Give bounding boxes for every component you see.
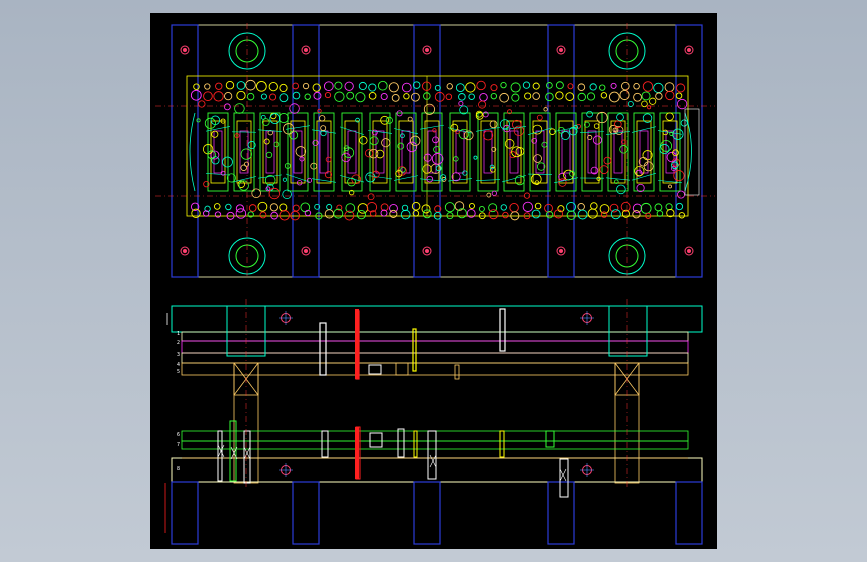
guide-post-br bbox=[608, 237, 646, 275]
insert-2 bbox=[229, 420, 237, 482]
pin-hole-8 bbox=[422, 246, 432, 256]
plan-column-1 bbox=[171, 24, 199, 278]
station-1 bbox=[205, 112, 231, 192]
pin-hole-5 bbox=[684, 45, 694, 55]
insert-8 bbox=[413, 430, 418, 458]
station-10 bbox=[447, 112, 473, 192]
foot-1 bbox=[171, 481, 199, 545]
plan-column-4 bbox=[547, 24, 575, 278]
pin-hole-6 bbox=[180, 246, 190, 256]
insert-12 bbox=[559, 458, 569, 498]
upper-plate-label-4: 4 bbox=[177, 362, 180, 368]
front-section-view: 1 2 3 45 6 7 8 bbox=[164, 299, 703, 545]
punch-4 bbox=[499, 308, 506, 352]
plan-column-5 bbox=[675, 24, 703, 278]
upper-plate-label-2: 2 bbox=[177, 340, 180, 346]
pin-hole-4 bbox=[556, 45, 566, 55]
upper-die-shoe bbox=[171, 305, 703, 333]
pin-hole-1 bbox=[180, 45, 190, 55]
station-16 bbox=[605, 112, 631, 192]
station-3 bbox=[257, 112, 283, 192]
station-18 bbox=[657, 112, 683, 192]
station-6 bbox=[339, 112, 365, 192]
station-4 bbox=[285, 112, 311, 192]
plate-bolt-4 bbox=[580, 463, 594, 477]
station-8 bbox=[393, 112, 419, 192]
lower-plate-label-6: 6 bbox=[177, 432, 180, 438]
station-13 bbox=[527, 112, 553, 192]
station-5 bbox=[311, 112, 337, 192]
mold-drawing: 1 2 3 45 6 7 8 bbox=[155, 23, 715, 545]
station-11 bbox=[475, 112, 501, 192]
upper-punch-holder bbox=[181, 340, 689, 354]
lower-plate-label-7: 7 bbox=[177, 442, 180, 448]
plan-outline bbox=[171, 24, 703, 278]
insert-3 bbox=[243, 430, 251, 484]
plan-columns bbox=[171, 24, 703, 278]
station-12 bbox=[501, 112, 527, 192]
upper-plate-label-5: 5 bbox=[177, 369, 180, 375]
plate-labels: 1 2 3 45 6 7 8 bbox=[177, 331, 180, 472]
upper-plate-label-3: 3 bbox=[177, 352, 180, 358]
punch-3 bbox=[412, 328, 417, 372]
foot-2 bbox=[292, 481, 320, 545]
strip-field bbox=[189, 79, 700, 221]
plan-center-lines bbox=[155, 23, 715, 279]
lower-plate-label-8: 8 bbox=[177, 466, 180, 472]
station-9 bbox=[419, 112, 445, 192]
lower-die-backing bbox=[181, 440, 689, 450]
station-14 bbox=[553, 112, 579, 192]
upper-stripper bbox=[181, 362, 689, 376]
pin-hole-2 bbox=[301, 45, 311, 55]
foot-4 bbox=[547, 481, 575, 545]
guide-post-bl bbox=[228, 237, 266, 275]
insert-4 bbox=[321, 430, 329, 458]
plan-view bbox=[155, 23, 715, 279]
punch-highlight bbox=[355, 309, 359, 379]
plate-bolt-1 bbox=[279, 311, 293, 325]
plan-holes bbox=[180, 45, 694, 256]
upper-backing-plate bbox=[181, 331, 689, 342]
pin-hole-10 bbox=[684, 246, 694, 256]
upper-bushing-right bbox=[608, 305, 648, 357]
insert-highlight bbox=[355, 427, 359, 479]
insert-10 bbox=[499, 430, 505, 458]
station-17 bbox=[631, 112, 657, 192]
insert-11 bbox=[545, 430, 555, 448]
front-details bbox=[164, 308, 594, 533]
lower-die-shoe bbox=[171, 457, 703, 483]
insert-1 bbox=[217, 430, 223, 482]
insert-9 bbox=[427, 430, 437, 480]
insert-7 bbox=[397, 428, 405, 458]
foot-3 bbox=[413, 481, 441, 545]
pin-hole-3 bbox=[422, 45, 432, 55]
pin-hole-9 bbox=[556, 246, 566, 256]
pin-hole-7 bbox=[301, 246, 311, 256]
punch-1 bbox=[319, 322, 327, 376]
plate-bolt-3 bbox=[279, 463, 293, 477]
strip-zone bbox=[186, 75, 689, 217]
upper-plate-label-1: 1 bbox=[177, 331, 180, 337]
foot-5 bbox=[675, 481, 703, 545]
plate-bolt-2 bbox=[580, 311, 594, 325]
station-7 bbox=[367, 112, 393, 192]
insert-6 bbox=[369, 432, 383, 448]
plan-column-2 bbox=[292, 24, 320, 278]
upper-stripper-back bbox=[181, 352, 689, 364]
